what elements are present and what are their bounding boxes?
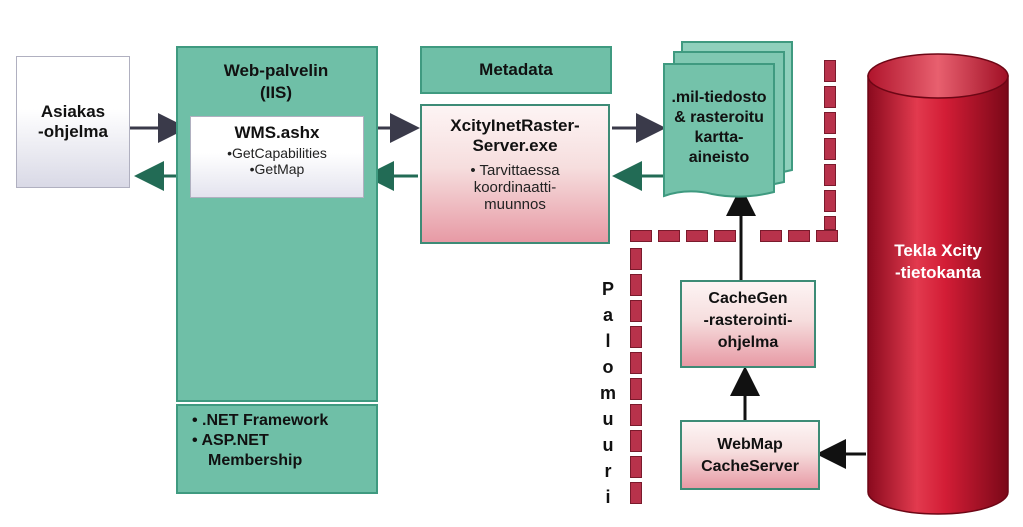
firewall-segment: [760, 230, 782, 242]
firewall-segment: [630, 378, 642, 400]
firewall-segment: [714, 230, 736, 242]
firewall-letter: m: [599, 383, 616, 403]
wms-item-getmap: •GetMap: [249, 161, 305, 177]
firewall-letter: u: [602, 435, 614, 455]
framework-item-dotnet: • .NET Framework: [192, 412, 329, 429]
firewall-label: P a l o m u u r i: [596, 276, 620, 510]
wms-item-getcapabilities: •GetCapabilities: [227, 145, 327, 161]
files-label: .mil-tiedosto & rasteroitu kartta- ainei…: [666, 88, 772, 168]
framework-panel: • .NET Framework • ASP.NET Membership: [176, 404, 378, 494]
firewall-letter: o: [602, 357, 614, 377]
firewall-segment: [824, 60, 836, 82]
firewall-letter: r: [604, 461, 612, 481]
cachegen-label-line2: -rasterointi-: [703, 312, 793, 329]
cachegen-label-line1: CacheGen: [708, 290, 788, 307]
cachegen-box: CacheGen -rasterointi- ohjelma: [680, 280, 816, 368]
rasterserver-note-line3: muunnos: [484, 196, 546, 213]
firewall-segment: [686, 230, 708, 242]
firewall-segment: [630, 300, 642, 322]
firewall-letter: u: [602, 409, 614, 429]
firewall-segment: [658, 230, 680, 242]
firewall-letter: P: [601, 279, 614, 299]
files-label-line1: .mil-tiedosto: [671, 89, 767, 106]
webserver-title-line2: (IIS): [259, 83, 293, 102]
wms-box: WMS.ashx •GetCapabilities •GetMap: [190, 116, 364, 198]
firewall-segment: [824, 86, 836, 108]
firewall-segment: [824, 112, 836, 134]
database-label: Tekla Xcity -tietokanta: [868, 240, 1008, 284]
rasterserver-note-line1: • Tarvittaessa: [470, 162, 560, 179]
firewall-segment: [630, 404, 642, 426]
database-label-line1: Tekla Xcity: [894, 241, 982, 260]
firewall-segment: [630, 230, 652, 242]
firewall-letter: i: [605, 487, 611, 507]
files-label-line2: & rasteroitu: [674, 109, 764, 126]
rasterserver-box: XcityInetRaster- Server.exe • Tarvittaes…: [420, 104, 610, 244]
wms-title: WMS.ashx: [234, 123, 320, 142]
firewall-segment: [630, 482, 642, 504]
firewall-segment: [824, 216, 836, 230]
metadata-label: Metadata: [479, 60, 553, 79]
webmap-label-line2: CacheServer: [701, 458, 799, 475]
firewall-letter: l: [605, 331, 611, 351]
webmap-box: WebMap CacheServer: [680, 420, 820, 490]
firewall-segment: [630, 326, 642, 348]
firewall-segment: [824, 138, 836, 160]
webserver-title-line1: Web-palvelin: [223, 61, 329, 80]
webserver-title: Web-palvelin (IIS): [176, 60, 376, 104]
firewall-segment: [816, 230, 838, 242]
rasterserver-title-line2: Server.exe: [472, 136, 558, 155]
client-label-line2: -ohjelma: [38, 122, 108, 141]
firewall-segment: [788, 230, 810, 242]
files-label-line4: aineisto: [688, 149, 750, 166]
client-box: Asiakas -ohjelma: [16, 56, 130, 188]
files-label-line3: kartta-: [694, 129, 744, 146]
metadata-box: Metadata: [420, 46, 612, 94]
rasterserver-title-line1: XcityInetRaster-: [450, 116, 580, 135]
client-label-line1: Asiakas: [40, 102, 106, 121]
framework-item-aspnet: • ASP.NET: [192, 432, 269, 449]
cachegen-label-line3: ohjelma: [717, 334, 779, 351]
database-label-line2: -tietokanta: [895, 263, 981, 282]
firewall-segment: [824, 164, 836, 186]
framework-item-membership: Membership: [208, 452, 303, 469]
firewall-segment: [630, 352, 642, 374]
firewall-segment: [630, 456, 642, 478]
firewall-letter: a: [602, 305, 613, 325]
webmap-label-line1: WebMap: [717, 436, 783, 453]
webserver-panel: [176, 46, 378, 402]
firewall-segment: [630, 274, 642, 296]
firewall-segment: [824, 190, 836, 212]
firewall-segment: [630, 430, 642, 452]
rasterserver-note-line2: koordinaatti-: [473, 179, 557, 196]
firewall-segment: [630, 248, 642, 270]
